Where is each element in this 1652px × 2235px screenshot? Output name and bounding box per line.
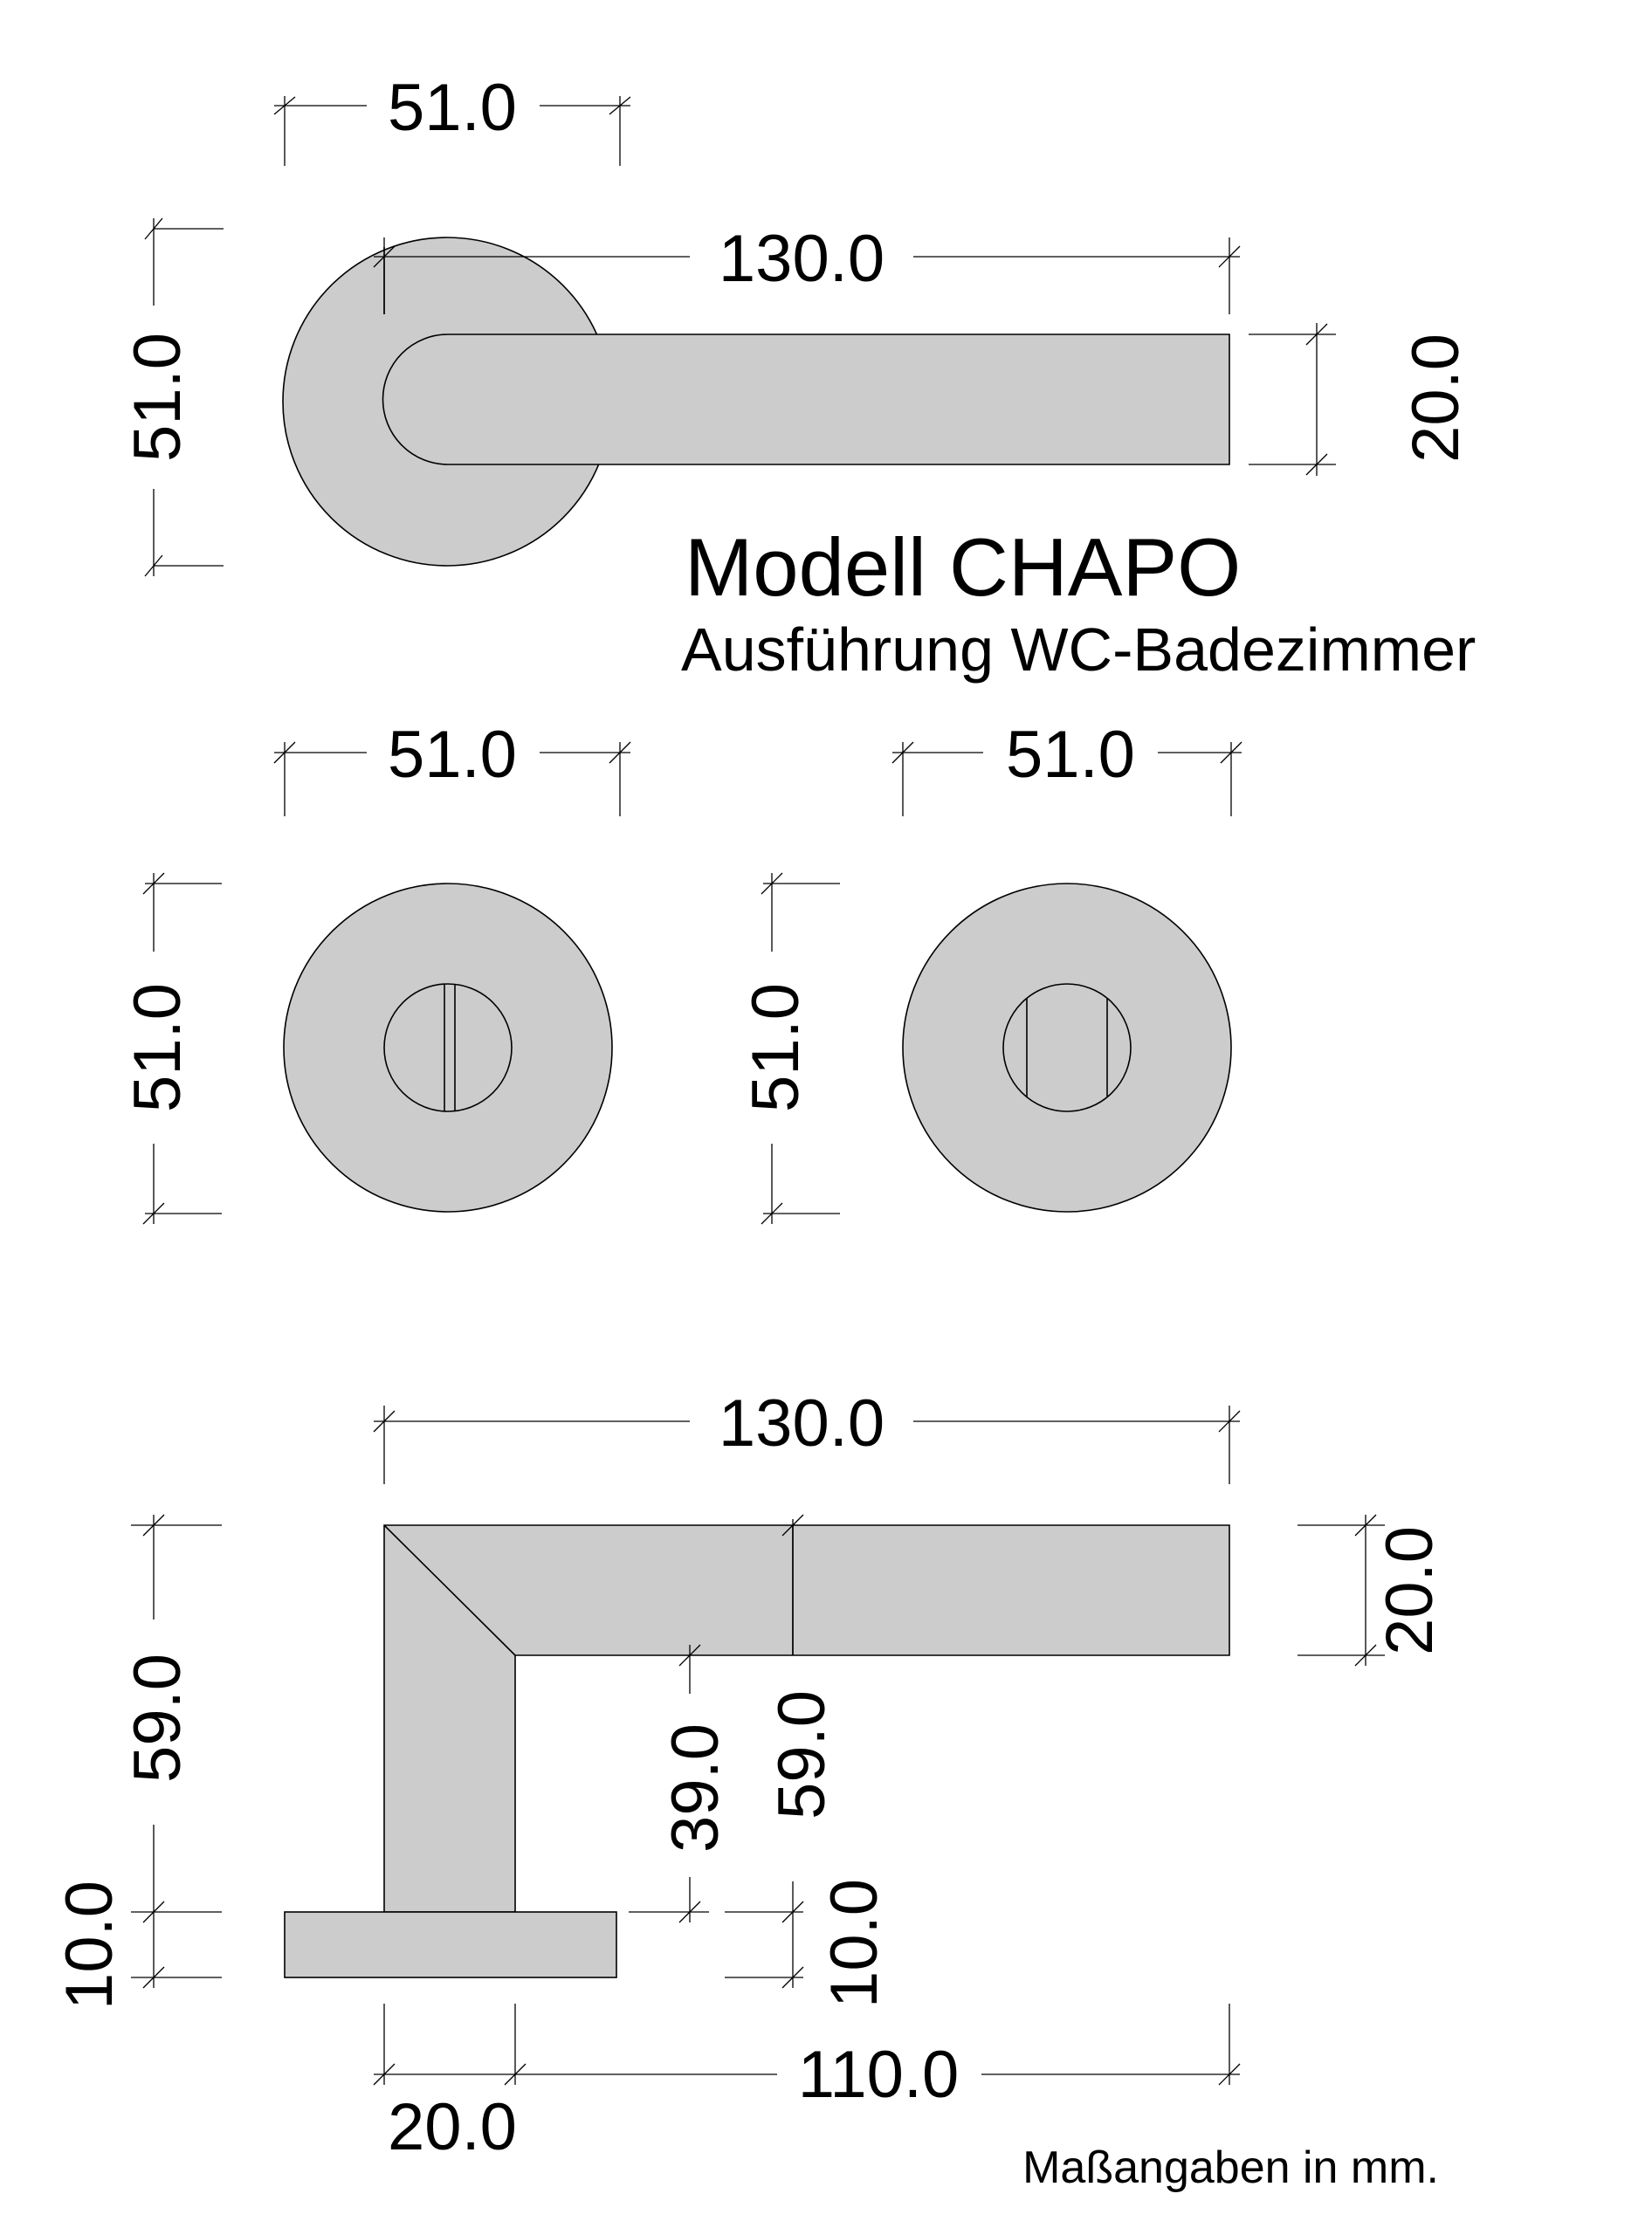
dim-label: 20.0 xyxy=(1373,1526,1447,1655)
dim-label: 20.0 xyxy=(388,2090,517,2164)
dim-label: 59.0 xyxy=(765,1690,839,1819)
dim-label: 51.0 xyxy=(120,333,195,462)
dim-top-lever-length: 130.0 xyxy=(373,222,1241,314)
left-escutcheon xyxy=(283,883,613,1213)
dim-label: 10.0 xyxy=(52,1881,127,2010)
side-view xyxy=(284,1524,1230,1978)
dim-side-inner-heights: 39.0 59.0 10.0 xyxy=(629,1514,891,2008)
right-escutcheon xyxy=(902,883,1232,1213)
dim-label: 39.0 xyxy=(658,1723,733,1853)
model-title: Modell CHAPO xyxy=(685,521,1241,613)
dim-label: 10.0 xyxy=(817,1879,891,2008)
dim-label: 51.0 xyxy=(120,983,195,1112)
dim-side-lever-height: 20.0 xyxy=(1298,1514,1447,1667)
units-note: Maßangaben in mm. xyxy=(1022,2142,1439,2193)
dim-top-rose-height: 51.0 xyxy=(120,217,224,577)
dim-top-lever-height: 20.0 xyxy=(1249,323,1473,476)
dim-left-escutcheon-height: 51.0 xyxy=(120,872,222,1225)
side-rose xyxy=(284,1911,617,1978)
dim-label: 130.0 xyxy=(719,222,885,296)
dim-side-total-height: 59.0 10.0 xyxy=(52,1514,222,2010)
dim-label: 51.0 xyxy=(1006,718,1135,792)
dim-left-escutcheon-width: 51.0 xyxy=(273,718,631,816)
dim-label: 51.0 xyxy=(388,718,517,792)
dim-label: 20.0 xyxy=(1399,334,1473,463)
top-view xyxy=(282,237,1230,567)
dim-top-rose-width: 51.0 xyxy=(273,71,631,166)
top-lever xyxy=(382,334,1230,465)
dim-label: 51.0 xyxy=(739,983,813,1112)
dim-side-bottom: 20.0 110.0 xyxy=(373,2004,1241,2164)
dim-right-escutcheon-height: 51.0 xyxy=(739,872,840,1225)
model-subtitle: Ausführung WC-Badezimmer xyxy=(681,615,1476,684)
dim-label: 110.0 xyxy=(798,2038,960,2112)
dim-side-length: 130.0 xyxy=(373,1386,1241,1484)
dim-label: 59.0 xyxy=(120,1654,195,1783)
dim-label: 51.0 xyxy=(388,71,517,145)
dim-right-escutcheon-width: 51.0 xyxy=(891,718,1242,816)
dim-label: 130.0 xyxy=(719,1386,885,1461)
